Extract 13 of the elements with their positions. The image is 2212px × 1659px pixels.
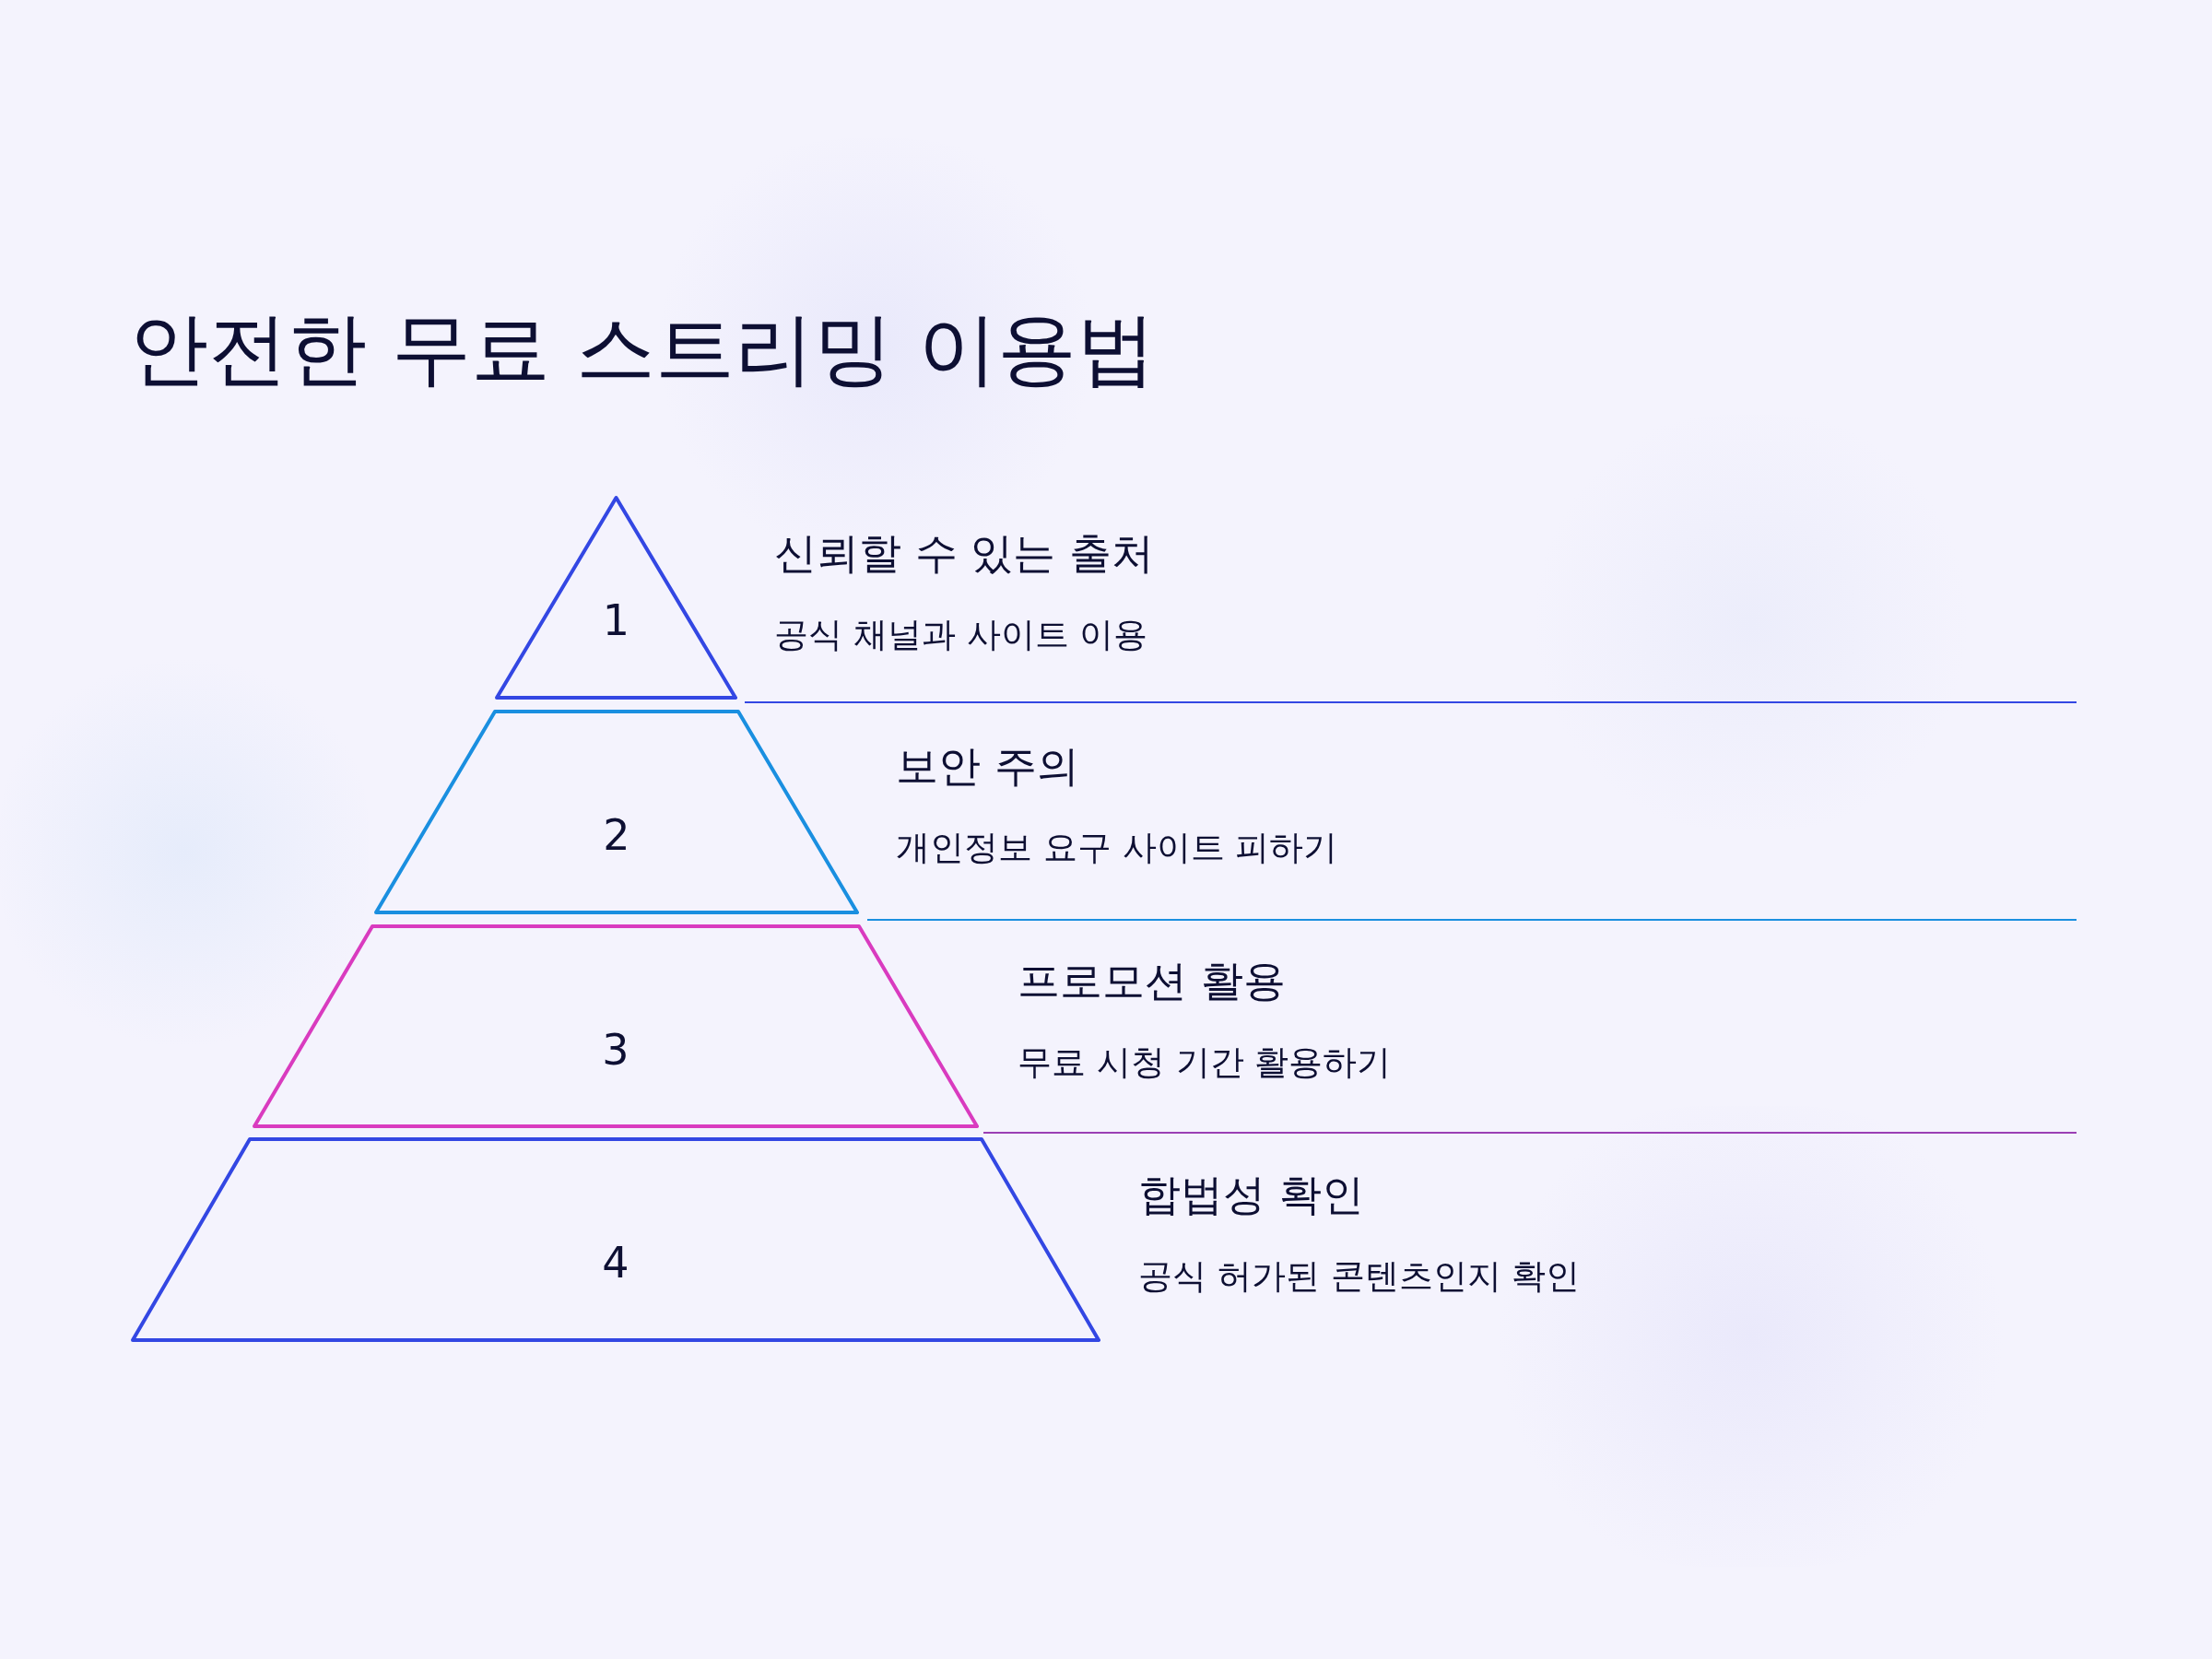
step-heading: 프로모션 활용 xyxy=(1018,955,1286,1007)
layer-number: 3 xyxy=(602,1028,629,1071)
step-description: 개인정보 요구 사이트 피하기 xyxy=(896,827,1338,869)
layer-number: 1 xyxy=(602,599,630,641)
step-heading: 보안 주의 xyxy=(896,740,1079,793)
step-description: 공식 채널과 사이트 이용 xyxy=(774,614,1148,656)
step-heading: 합법성 확인 xyxy=(1138,1169,1364,1221)
step-description: 공식 허가된 콘텐츠인지 확인 xyxy=(1138,1255,1581,1298)
layer-number: 2 xyxy=(603,814,630,856)
layer-number: 4 xyxy=(602,1241,629,1284)
step-description: 무료 시청 기간 활용하기 xyxy=(1018,1041,1392,1084)
title: 안전한 무료 스트리밍 이용법 xyxy=(129,309,1156,388)
step-heading: 신뢰할 수 있는 출처 xyxy=(774,527,1154,580)
